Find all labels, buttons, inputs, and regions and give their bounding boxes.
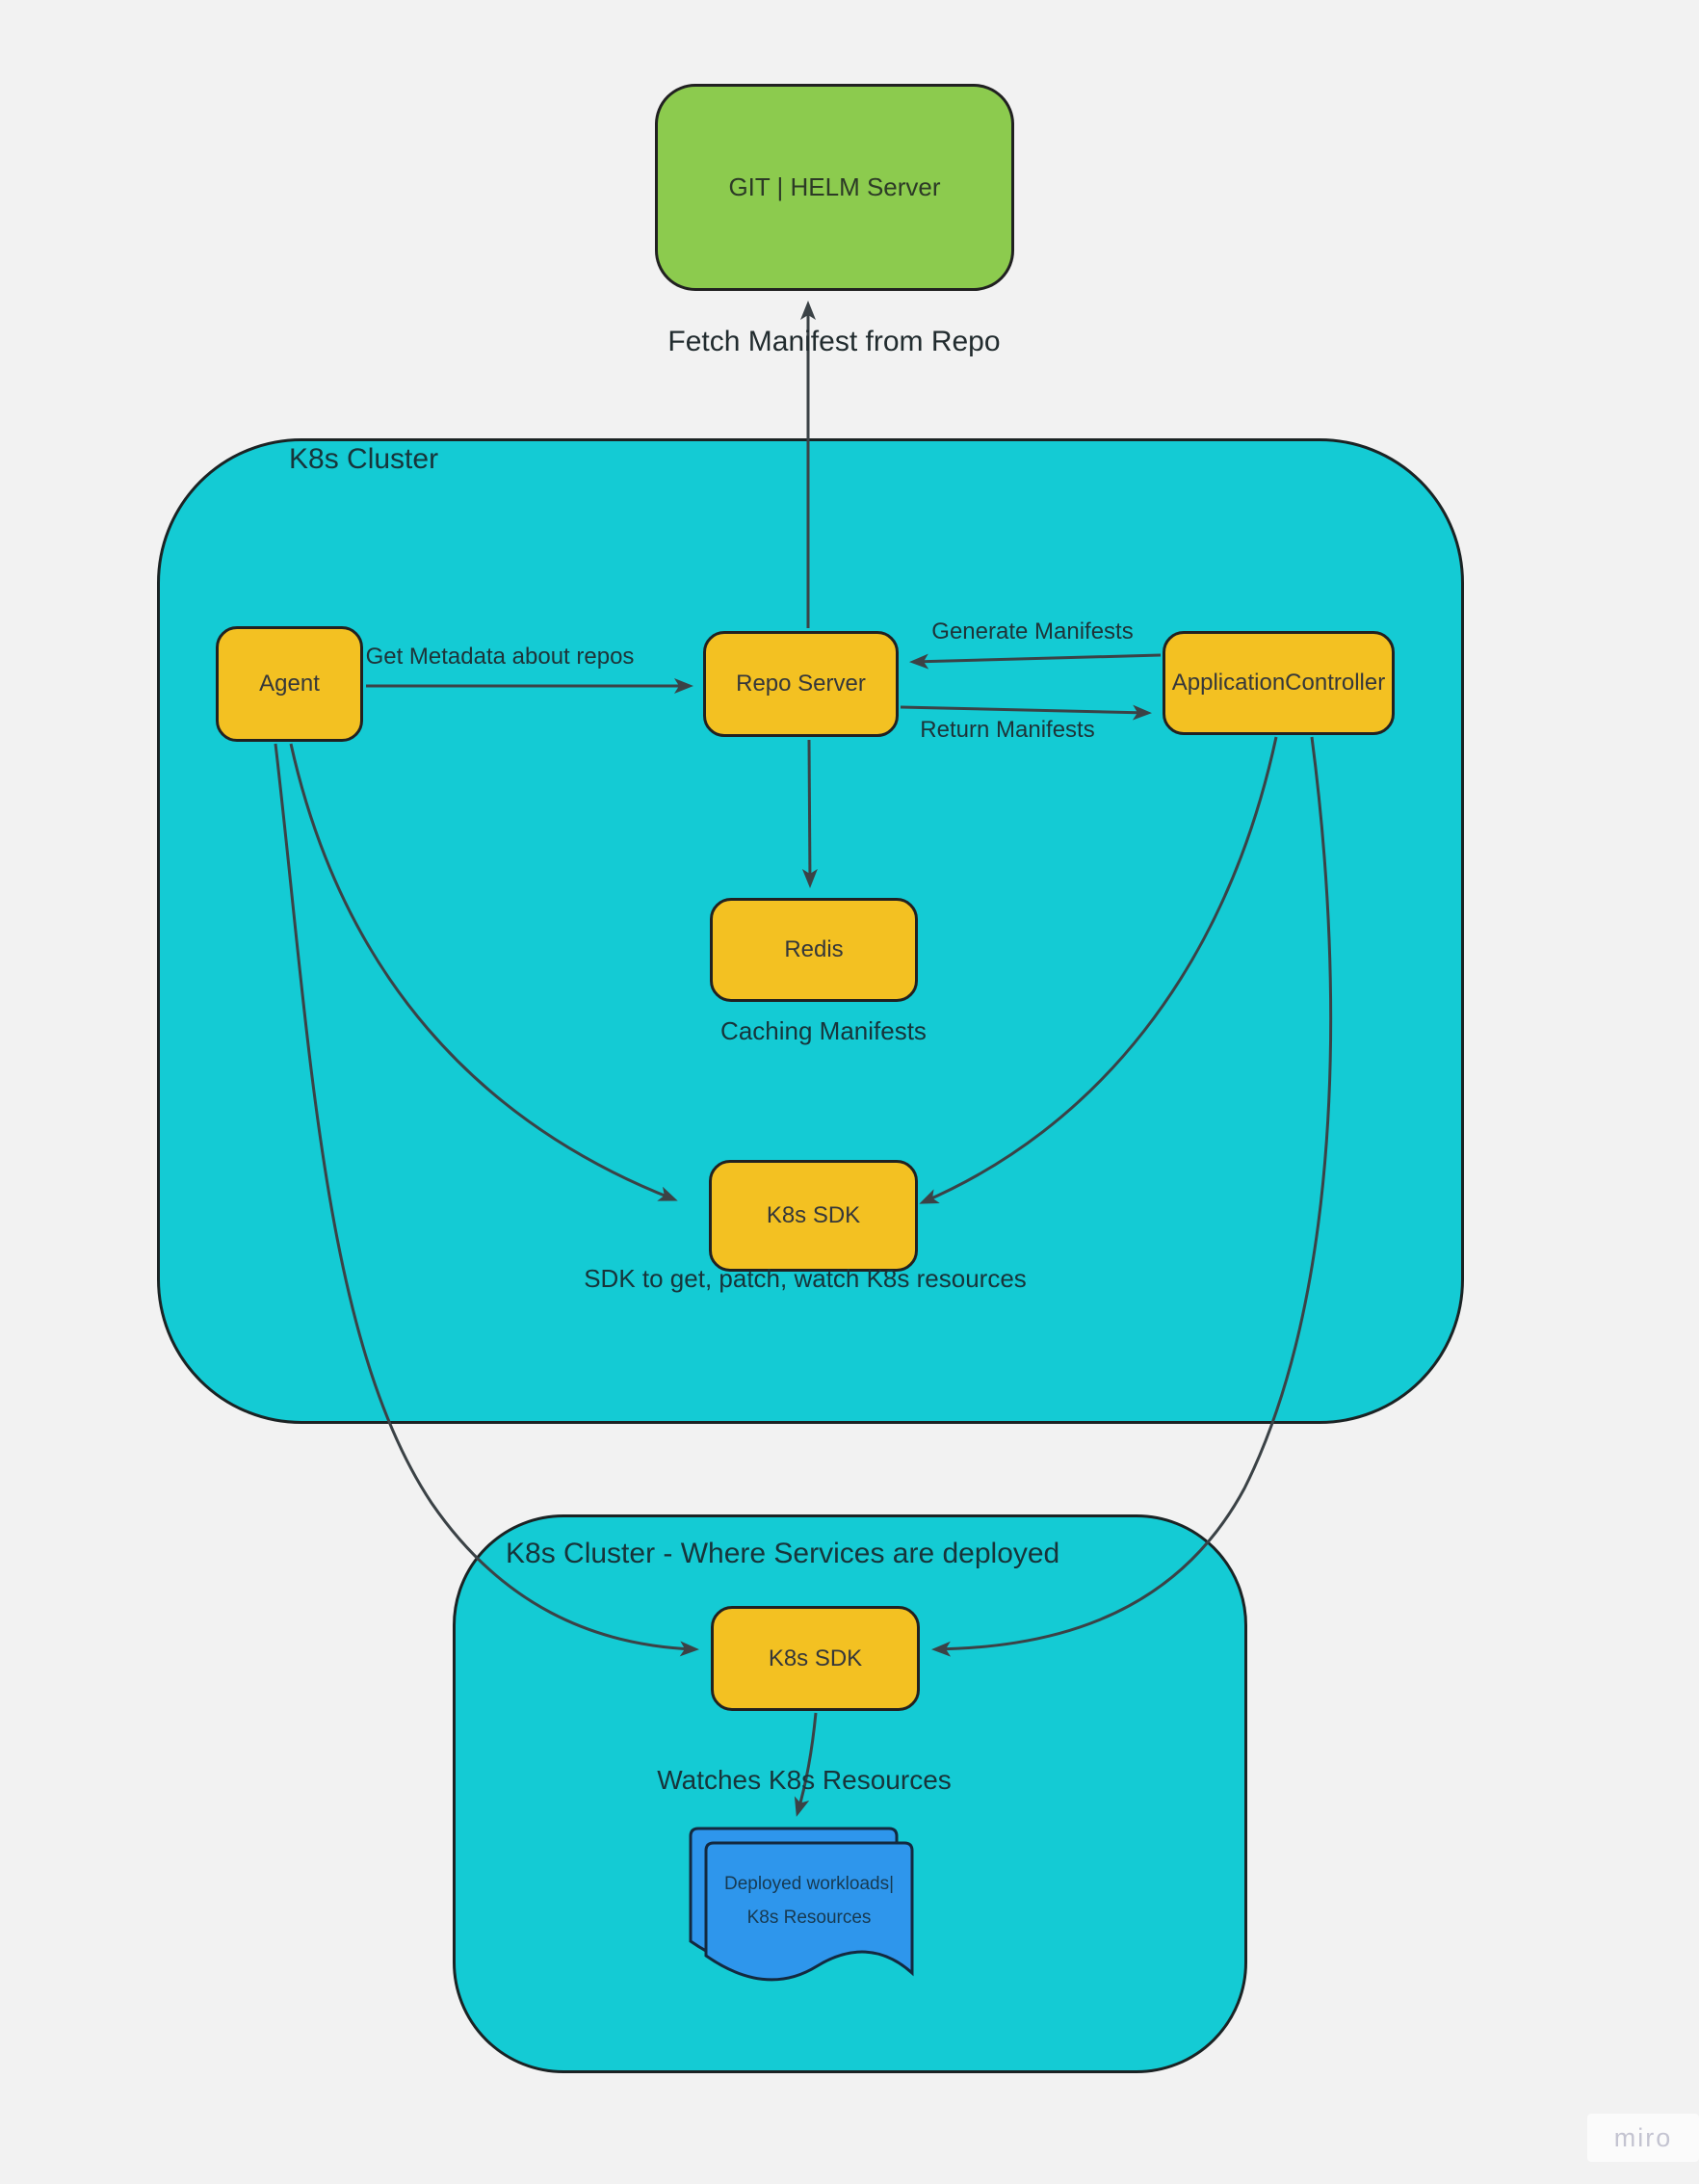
document-front-sheet [704,1841,914,1982]
miro-watermark-text: miro [1613,2122,1673,2152]
application-controller-node[interactable]: ApplicationController [1163,631,1395,735]
agent-label: Agent [259,671,320,697]
connector-appctrl-to-sdk-deploy[interactable] [931,736,1333,1657]
connector-repo-to-redis[interactable] [801,739,818,888]
connector-sdk-to-workloads[interactable] [794,1712,818,1817]
miro-watermark[interactable]: miro [1587,2114,1699,2162]
workloads-document[interactable] [689,1827,914,1982]
connector-repo-to-appctrl[interactable] [900,704,1152,721]
cluster-main-title: K8s Cluster [289,443,439,475]
repo-server-label: Repo Server [736,671,866,697]
redis-label: Redis [784,936,844,962]
connector-appctrl-to-sdk-main[interactable] [919,736,1278,1204]
cluster-deploy-title: K8s Cluster - Where Services are deploye… [506,1538,1060,1569]
label-return-manifests: Return Manifests [920,717,1095,743]
workloads-document-text: Deployed workloads| K8s Resources [706,1848,912,1954]
workloads-line1: Deployed workloads| [723,1873,895,1894]
label-caching-manifests: Caching Manifests [720,1016,927,1045]
label-get-metadata: Get Metadata about repos [365,644,635,670]
label-watches-resources: Watches K8s Resources [657,1765,952,1795]
application-controller-label: ApplicationController [1171,670,1386,696]
label-fetch-manifest: Fetch Manifest from Repo [667,326,1001,357]
k8s-sdk-node-deploy[interactable]: K8s SDK [711,1606,920,1711]
k8s-sdk-deploy-label: K8s SDK [768,1645,863,1671]
k8s-sdk-main-label: K8s SDK [766,1202,861,1228]
workloads-line2: K8s Resources [746,1908,872,1928]
git-helm-server-node[interactable]: GIT | HELM Server [655,84,1014,291]
repo-server-node[interactable]: Repo Server [703,631,899,737]
git-helm-server-label: GIT | HELM Server [728,172,941,201]
label-sdk-caption: SDK to get, patch, watch K8s resources [584,1264,1027,1293]
connector-agent-to-sdk-main[interactable] [289,743,678,1201]
connector-agent-to-sdk-deploy[interactable] [274,743,699,1657]
k8s-sdk-node-main[interactable]: K8s SDK [709,1160,918,1272]
redis-node[interactable]: Redis [710,898,918,1002]
label-generate-manifests: Generate Manifests [931,618,1134,645]
connector-appctrl-to-repo[interactable] [909,653,1162,670]
agent-node[interactable]: Agent [216,626,363,742]
